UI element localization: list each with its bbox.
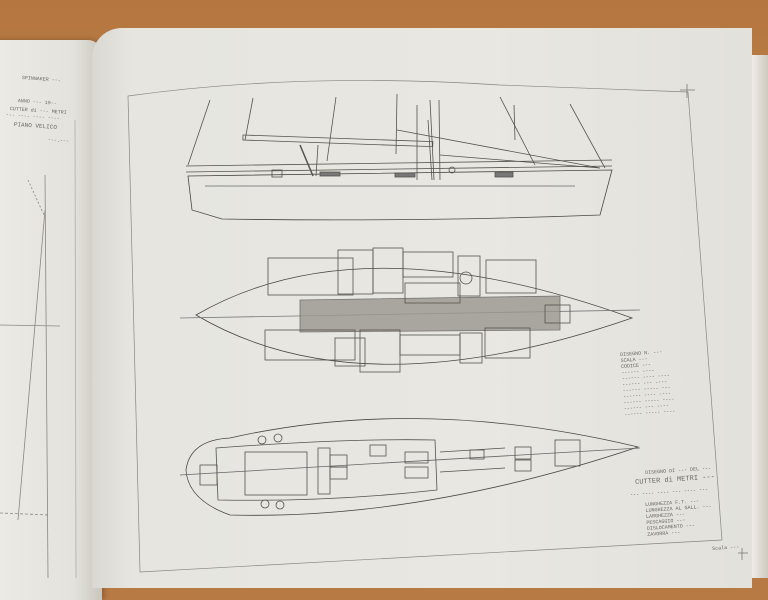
spec-block-1: DISEGNO N. --- SCALA --- CODICE --- ----… [620,349,676,418]
left-page-rig-drawing [0,119,77,578]
deck-plan [179,418,641,516]
drawing-frame [127,80,723,573]
title-block-specs: LUNGHEZZA F.T. --- LUNGHEZZA AL GALL. --… [645,498,712,538]
sail-plan-profile [185,93,613,221]
technical-drawing [0,80,748,578]
left-page [0,40,102,600]
interior-layout [179,247,641,373]
